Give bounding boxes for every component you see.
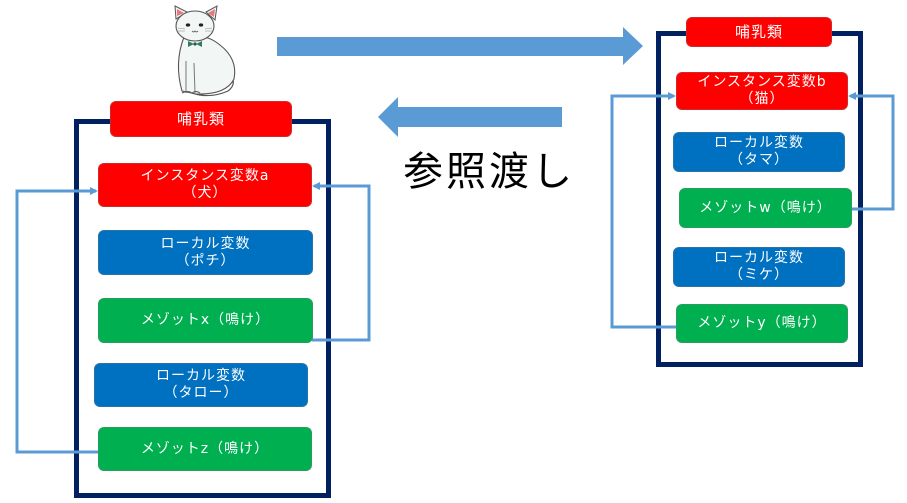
instance-variable-b-value: （猫）	[739, 91, 785, 107]
cat-right-eye	[198, 23, 204, 27]
cat-tail	[191, 76, 234, 97]
big-arrow-left	[378, 97, 562, 137]
method-z: メゾットz（鳴け）	[98, 427, 312, 471]
method-y-label: メゾットy（鳴け）	[697, 315, 827, 331]
local-variable-mike-value: （ミケ）	[729, 267, 789, 283]
cat-whiskers	[177, 27, 213, 32]
cat-body	[177, 36, 236, 95]
method-x-label: メゾットx（鳴け）	[140, 312, 271, 328]
local-variable-tama-label: ローカル変数	[714, 135, 804, 151]
connector-method-y-to-instance-b	[610, 92, 676, 329]
cat-collar-knot	[193, 42, 197, 46]
cat-mouth	[191, 30, 199, 33]
right-class-header: 哺乳類	[686, 17, 832, 47]
connector-method-w-to-instance-b	[848, 92, 895, 211]
right-class-header-label: 哺乳類	[734, 22, 783, 41]
method-y: メゾットy（鳴け）	[676, 304, 848, 343]
local-variable-taro: ローカル変数 （タロー）	[94, 363, 308, 407]
cat-head	[175, 10, 215, 42]
connector-method-x-to-instance-a	[312, 182, 371, 342]
instance-variable-a-value: （犬）	[182, 185, 228, 201]
cat-right-ear-inner	[208, 9, 215, 17]
connector-method-z-to-instance-a	[15, 187, 98, 454]
local-variable-taro-label: ローカル変数	[156, 368, 246, 384]
local-variable-pochi-label: ローカル変数	[160, 235, 251, 252]
pass-by-reference-caption: 参照渡し	[403, 149, 575, 195]
local-variable-tama-value: （タマ）	[729, 152, 789, 168]
cat-paws	[181, 91, 201, 94]
instance-variable-b-label: インスタンス変数b	[697, 74, 827, 90]
instance-variable-b: インスタンス変数b （猫）	[676, 72, 848, 110]
cat-left-eye	[185, 23, 191, 27]
instance-variable-a-label: インスタンス変数a	[140, 168, 270, 184]
cat-collar-bow-right	[196, 41, 202, 47]
instance-variable-a: インスタンス変数a （犬）	[98, 163, 312, 207]
left-class-header: 哺乳類	[110, 101, 292, 137]
big-arrow-right	[277, 27, 643, 65]
local-variable-tama: ローカル変数 （タマ）	[673, 132, 845, 172]
cat-left-ear-inner	[177, 9, 184, 16]
cat-collar-bow	[188, 41, 194, 47]
method-w-label: メゾットw（鳴け）	[699, 199, 832, 216]
local-variable-pochi-value: （ポチ）	[175, 252, 236, 269]
local-variable-taro-value: （タロー）	[163, 385, 239, 401]
method-x: メゾットx（鳴け）	[98, 298, 313, 343]
left-class-header-label: 哺乳類	[176, 109, 225, 128]
local-variable-mike-label: ローカル変数	[714, 250, 804, 266]
local-variable-mike: ローカル変数 （ミケ）	[673, 247, 845, 287]
local-variable-pochi: ローカル変数 （ポチ）	[98, 230, 313, 275]
method-z-label: メゾットz（鳴け）	[140, 440, 270, 457]
cat-illustration	[174, 5, 236, 97]
method-w: メゾットw（鳴け）	[679, 188, 852, 228]
cat-front-legs	[185, 61, 196, 94]
